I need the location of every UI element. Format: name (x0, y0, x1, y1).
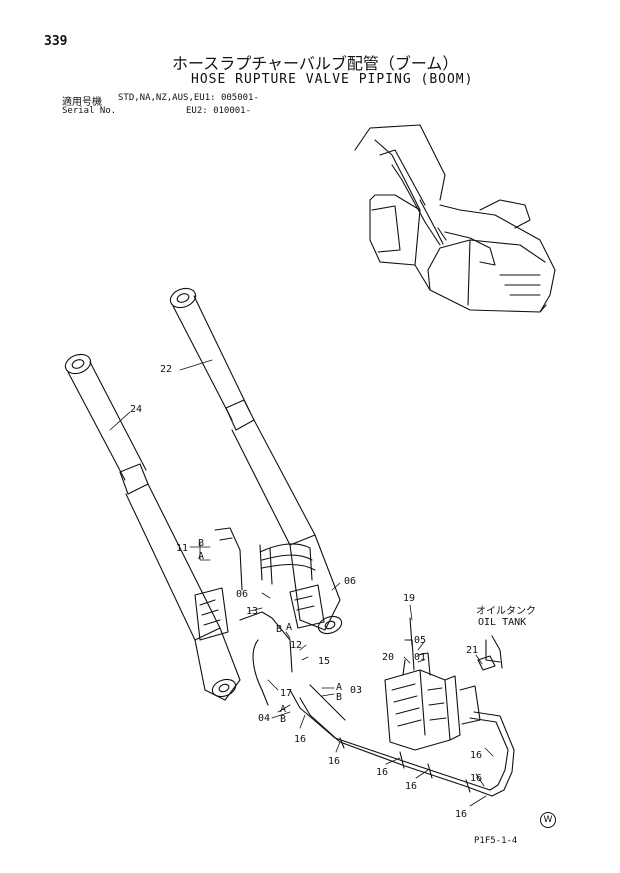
callout-03: 03 (350, 685, 362, 696)
oil-tank-fitting (477, 635, 503, 671)
boom-cylinder-22 (169, 287, 343, 635)
watermark-badge: W (540, 812, 556, 828)
callout-12: 12 (290, 640, 302, 651)
callout-06-right: 06 (344, 576, 356, 587)
callout-24: 24 (130, 404, 142, 415)
oil-tank-label-english: OIL TANK (478, 617, 527, 628)
callout-04: 04 (258, 713, 270, 724)
callout-leaders (109, 359, 494, 807)
callout-05: 05 (414, 635, 426, 646)
applicability-label: 適用号機 (62, 97, 102, 108)
callout-16-d: 16 (405, 781, 417, 792)
hose-rupture-valves (194, 527, 325, 706)
page-number: 339 (44, 34, 68, 49)
return-hose-lines (289, 684, 515, 797)
callout-11-b: B (198, 538, 204, 549)
callout-04-b: B (280, 714, 286, 725)
callout-11: 11 (176, 543, 188, 554)
callout-06-left: 06 (236, 589, 248, 600)
callout-03-b: B (336, 692, 342, 703)
excavator-overview-illustration (354, 124, 556, 313)
callout-13-b: B (276, 624, 282, 635)
callout-03-a: A (336, 682, 342, 693)
callout-17: 17 (280, 688, 292, 699)
callout-labels: 22 24 11 B A 06 06 13 B A 12 15 17 04 A … (130, 364, 482, 820)
callout-16-a: 16 (294, 734, 306, 745)
callout-15: 15 (318, 656, 330, 667)
callout-16-b: 16 (328, 756, 340, 767)
figure-code: P1F5-1-4 (474, 836, 518, 846)
callout-21: 21 (466, 645, 478, 656)
callout-11-a: A (198, 551, 204, 562)
callout-16-c: 16 (376, 767, 388, 778)
callout-16-g: 16 (455, 809, 467, 820)
boom-cylinder-24 (64, 353, 241, 701)
callout-19: 19 (403, 593, 415, 604)
serial-label: Serial No. (62, 106, 117, 116)
callout-13: 13 (246, 606, 258, 617)
page-title-english: HOSE RUPTURE VALVE PIPING (BOOM) (191, 72, 474, 87)
callout-16-f: 16 (470, 773, 482, 784)
page-title-japanese: ホースラプチャーバルブ配管（ブーム） (172, 54, 459, 73)
callout-04-a: A (280, 704, 286, 715)
callout-22: 22 (160, 364, 172, 375)
control-valve-assembly (384, 617, 481, 751)
oil-tank-label-japanese: オイルタンク (476, 606, 536, 617)
callout-20: 20 (382, 652, 394, 663)
callout-13-a: A (286, 622, 292, 633)
applicability-line-2: EU2: 010001- (186, 106, 252, 116)
callout-01: 01 (414, 652, 426, 663)
applicability-line-1: STD,NA,NZ,AUS,EU1: 005001- (118, 93, 259, 103)
callout-16-e: 16 (470, 750, 482, 761)
